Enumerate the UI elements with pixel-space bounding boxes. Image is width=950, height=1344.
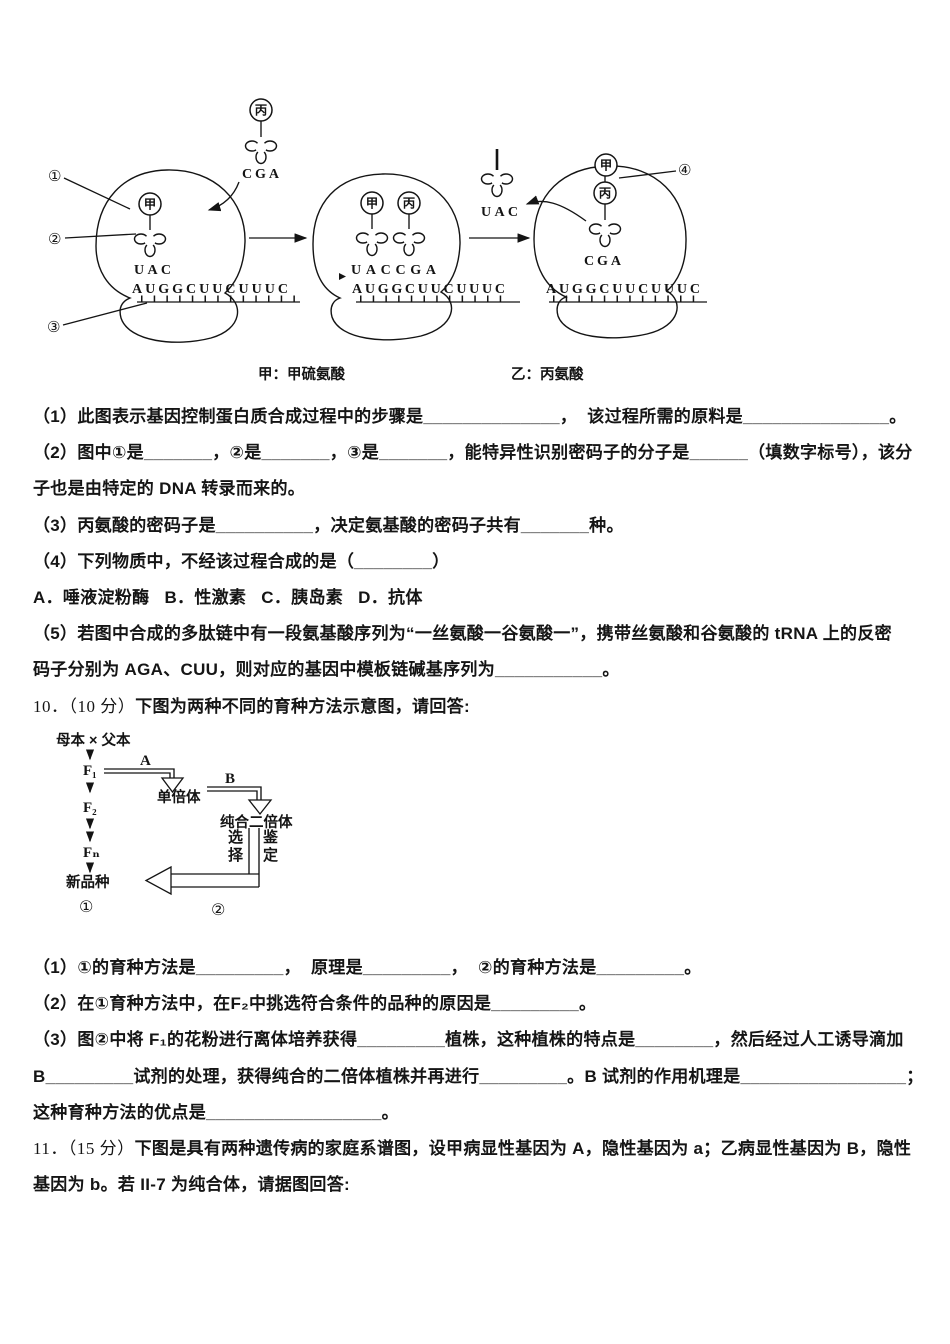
q9-line-2: （2）图中①是_______，②是_______，③是_______，能特异性识… — [33, 443, 913, 463]
f1-label: F₁ — [83, 763, 97, 779]
svg-text:丙: 丙 — [599, 187, 612, 201]
released-trna: UAC — [480, 149, 518, 220]
parents-label: 母本 × 父本 — [56, 733, 131, 749]
q11-stem: 下图是具有两种遗传病的家庭系谱图，设甲病显性基因为 A，隐性基因为 a；乙病显性… — [134, 1139, 912, 1159]
marker-2: ② — [48, 230, 61, 248]
q9-line-5: （4）下列物质中，不经该过程合成的是（________） — [33, 551, 450, 571]
q9-line-8: 码子分别为 AGA、CUU，则对应的基因中模板链碱基序列为___________… — [33, 660, 620, 680]
q10-number: 10．（10 分） — [33, 696, 136, 716]
q9-line-4: （3）丙氨酸的密码子是__________，决定氨基酸的密码子共有_______… — [33, 515, 624, 535]
question-9-text: （1）此图表示基因控制蛋白质合成过程中的步骤是______________， 该… — [33, 399, 913, 725]
q10-line-1: （1）①的育种方法是_________， 原理是_________， ②的育种方… — [33, 958, 702, 977]
arrow-to-new-variety — [144, 865, 259, 896]
new-variety-label: 新品种 — [66, 875, 110, 891]
q9-line-3: 子也是由特定的 DNA 转录而来的。 — [33, 479, 306, 499]
arrow-b — [207, 786, 273, 816]
q11-line-2: 基因为 b。若 II-7 为纯合体，请据图回答: — [33, 1175, 350, 1195]
arrow-a-label: A — [140, 753, 151, 769]
anticodon-uac-released: UAC — [481, 205, 518, 220]
free-trna-ala: 丙 CGA — [242, 98, 280, 182]
q10-line-5: 这种育种方法的优点是__________________。 — [33, 1102, 399, 1122]
arrow-a — [104, 768, 185, 794]
ribosome-1-outline — [95, 169, 246, 343]
translation-diagram: 丙 CGA 甲 UAC ① ② ③ AUGGCUUCUUUC — [30, 88, 730, 400]
f2-label: F₂ — [83, 800, 97, 816]
caption-met: 甲：甲硫氨酸 — [258, 365, 345, 383]
anticodon-cga: CGA — [242, 167, 280, 182]
mrna-entry-mark — [339, 273, 346, 280]
trna-exit-arrow — [525, 195, 587, 222]
q10-line-2: （2）在①育种方法中，在F₂中挑选符合条件的品种的原因是_________。 — [33, 994, 597, 1014]
anticodon-uac-panel1: UAC — [134, 263, 171, 278]
marker-4: ④ — [678, 161, 691, 179]
q10-stem: 下图为两种不同的育种方法示意图，请回答: — [135, 696, 470, 716]
q9-line-1: （1）此图表示基因控制蛋白质合成过程中的步骤是______________， 该… — [33, 407, 907, 426]
q9-line-7: （5）若图中合成的多肽链中有一段氨基酸序列为“一丝氨酸一谷氨酸一”，携带丝氨酸和… — [33, 624, 892, 644]
amino-acid-met-label: 甲 — [144, 198, 157, 212]
marker-1: ① — [48, 167, 61, 185]
haploid-label: 单倍体 — [157, 790, 201, 806]
q10-line-4: B_________试剂的处理，获得纯合的二倍体植株并再进行_________。… — [33, 1066, 924, 1086]
q11-number: 11．（15 分） — [33, 1139, 135, 1159]
pure-diploid-label: 纯合二倍体 — [220, 815, 293, 831]
identify-label: 鉴定 — [261, 829, 278, 865]
marker-3: ③ — [47, 318, 60, 336]
marker-3-leader — [62, 302, 148, 326]
trna-dipeptide-panel3: 甲 丙 CGA — [584, 153, 622, 269]
marker-4-leader — [618, 170, 677, 179]
arrow-b-label: B — [225, 771, 236, 787]
q9-options: A．唾液淀粉酶 B．性激素 C．胰岛素 D．抗体 — [33, 588, 423, 608]
method-2-marker: ② — [211, 902, 226, 919]
ribosome-2-outline — [312, 173, 461, 341]
breeding-diagram: 母本 × 父本 F₁ F₂ Fₙ A B 单倍体 纯合二倍体 选择 鉴定 新品种… — [40, 728, 322, 933]
select-label: 选择 — [226, 829, 243, 865]
trna-met-panel2: 甲 — [355, 191, 389, 257]
svg-text:甲: 甲 — [366, 197, 379, 211]
trna-met-panel1: 甲 UAC — [133, 192, 171, 278]
trna-ala-panel2: 丙 — [392, 191, 426, 257]
caption-ala: 乙：丙氨酸 — [511, 365, 584, 383]
amino-acid-ala-label: 丙 — [255, 104, 268, 118]
trna-entry-arrow — [207, 181, 240, 212]
svg-text:丙: 丙 — [403, 197, 416, 211]
svg-text:甲: 甲 — [600, 159, 613, 173]
q10-line-3: （3）图②中将 F₁的花粉进行离体培养获得_________植株，这种植株的特点… — [33, 1030, 904, 1050]
marker-1-leader — [63, 177, 131, 210]
q11-header: 11．（15 分）下图是具有两种遗传病的家庭系谱图，设甲病显性基因为 A，隐性基… — [33, 1131, 924, 1167]
question-10-text: （1）①的育种方法是_________， 原理是_________， ②的育种方… — [33, 950, 924, 1203]
marker-2-leader — [64, 233, 137, 239]
method-1-marker: ① — [79, 899, 94, 916]
q10-header: 10．（10 分）下图为两种不同的育种方法示意图，请回答: — [33, 689, 913, 725]
fn-label: Fₙ — [83, 845, 100, 861]
anticodon-cga-panel3: CGA — [584, 254, 622, 269]
